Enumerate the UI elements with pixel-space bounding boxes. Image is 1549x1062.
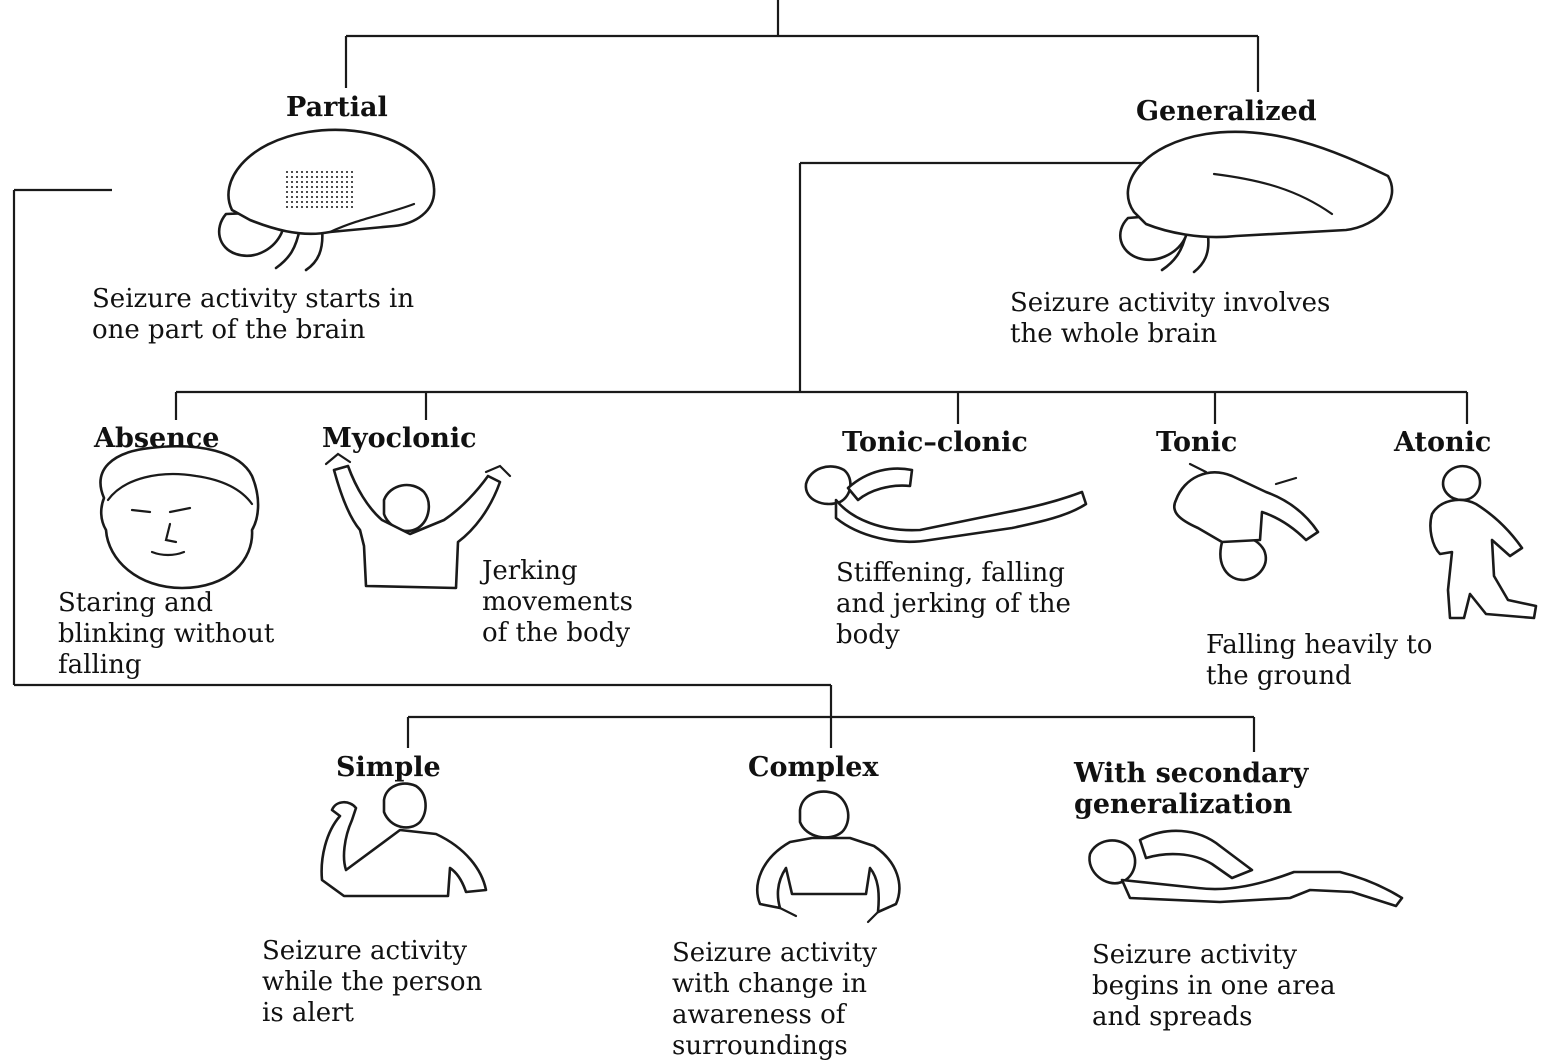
- complex-desc-line: awareness of: [672, 1000, 877, 1031]
- tonic-figure-icon: [1174, 464, 1318, 580]
- atonic-title: Atonic: [1394, 429, 1491, 456]
- tonic-clonic-desc-line: and jerking of the: [836, 589, 1071, 620]
- absence-desc-line: blinking without: [58, 619, 274, 650]
- simple-description: Seizure activity while the person is ale…: [262, 936, 482, 1029]
- tonic-clonic-title: Tonic–clonic: [842, 429, 1028, 456]
- atonic-desc-line: Falling heavily to: [1206, 630, 1432, 661]
- generalized-description: Seizure activity involves the whole brai…: [1010, 288, 1330, 350]
- complex-description: Seizure activity with change in awarenes…: [672, 938, 877, 1062]
- simple-figure-icon: [322, 784, 486, 896]
- simple-desc-line: Seizure activity: [262, 936, 482, 967]
- partial-title: Partial: [286, 94, 388, 121]
- absence-desc-line: Staring and: [58, 588, 274, 619]
- generalized-desc-line: Seizure activity involves: [1010, 288, 1330, 319]
- secondary-title-line-2: generalization: [1074, 789, 1308, 820]
- secondary-generalization-figure-icon: [1089, 831, 1402, 906]
- partial-description: Seizure activity starts in one part of t…: [92, 284, 414, 346]
- generalized-title: Generalized: [1136, 98, 1317, 125]
- tonic-clonic-figure-icon: [806, 466, 1086, 541]
- absence-description: Staring and blinking without falling: [58, 588, 274, 681]
- atonic-desc-line: the ground: [1206, 661, 1432, 692]
- myoclonic-desc-line: Jerking: [482, 556, 633, 587]
- absence-desc-line: falling: [58, 650, 274, 681]
- myoclonic-description: Jerking movements of the body: [482, 556, 633, 649]
- partial-brain-icon: [219, 130, 434, 270]
- myoclonic-desc-line: of the body: [482, 618, 633, 649]
- complex-desc-line: with change in: [672, 969, 877, 1000]
- complex-desc-line: surroundings: [672, 1031, 877, 1062]
- tonic-title: Tonic: [1156, 429, 1237, 456]
- simple-desc-line: while the person: [262, 967, 482, 998]
- simple-title: Simple: [336, 754, 441, 781]
- complex-figure-icon: [757, 792, 899, 922]
- tonic-clonic-description: Stiffening, falling and jerking of the b…: [836, 558, 1071, 651]
- complex-desc-line: Seizure activity: [672, 938, 877, 969]
- generalized-desc-line: the whole brain: [1010, 319, 1330, 350]
- secondary-desc-line: and spreads: [1092, 1002, 1336, 1033]
- myoclonic-title: Myoclonic: [322, 425, 477, 452]
- secondary-title-line-1: With secondary: [1074, 758, 1308, 789]
- myoclonic-desc-line: movements: [482, 587, 633, 618]
- tonic-clonic-desc-line: Stiffening, falling: [836, 558, 1071, 589]
- atonic-figure-icon: [1430, 466, 1536, 618]
- partial-desc-line: Seizure activity starts in: [92, 284, 414, 315]
- partial-desc-line: one part of the brain: [92, 315, 414, 346]
- secondary-desc-line: Seizure activity: [1092, 940, 1336, 971]
- tonic-clonic-desc-line: body: [836, 620, 1071, 651]
- secondary-generalization-description: Seizure activity begins in one area and …: [1092, 940, 1336, 1033]
- absence-title: Absence: [94, 425, 219, 452]
- complex-title: Complex: [748, 754, 878, 781]
- secondary-generalization-title: With secondary generalization: [1074, 758, 1308, 820]
- generalized-brain-icon: [1120, 132, 1392, 272]
- absence-face-icon: [101, 446, 259, 588]
- simple-desc-line: is alert: [262, 998, 482, 1029]
- atonic-description: Falling heavily to the ground: [1206, 630, 1432, 692]
- secondary-desc-line: begins in one area: [1092, 971, 1336, 1002]
